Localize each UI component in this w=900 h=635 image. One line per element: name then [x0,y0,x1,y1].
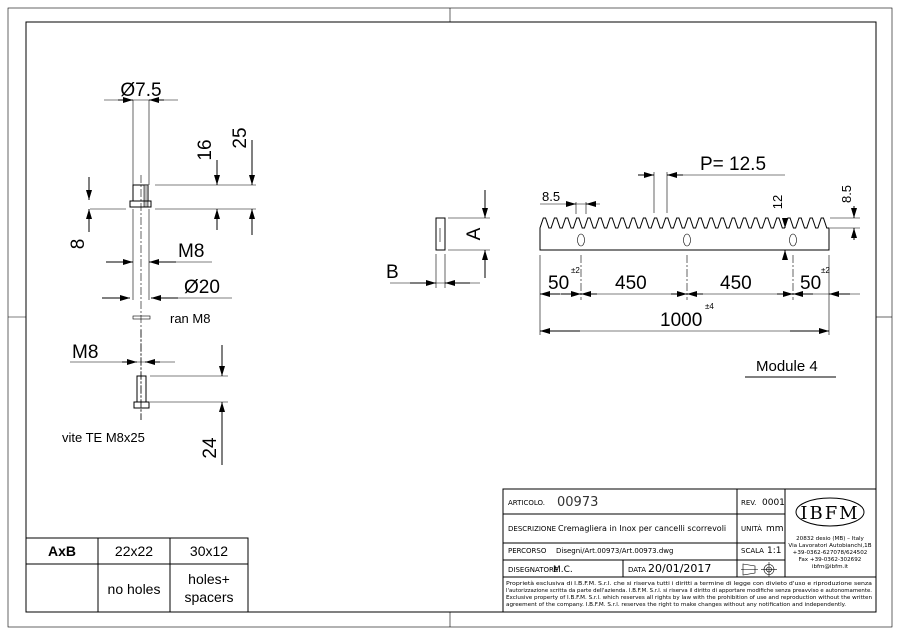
rev-value: 0001 [762,498,785,508]
projection-symbol-icon [741,562,777,577]
scala-value: 1:1 [767,546,781,556]
spacer-view: Ø7.5 16 25 8 M8 Ø20 [68,80,256,420]
length-tolerance: ±4 [705,302,714,311]
end-right-label: 50 [800,273,821,294]
size-30x12-header: 30x12 [190,543,228,559]
descrizione-label: DESCRIZIONE [508,525,556,533]
ibfm-logo: IBFM [795,497,865,527]
end-right-tolerance: ±2 [821,266,830,275]
module-label: Module 4 [756,358,818,375]
section-a-label: A [464,227,485,240]
disegnatore-label: DISEGNATORE [508,566,558,574]
percorso-value: Disegni/Art.00973/Art.00973.dwg [556,547,673,555]
screw-view: M8 24 vite TE M8x25 [62,330,228,465]
fax-line: Fax +39-0362-302692 [799,557,862,563]
unita-label: UNITÀ [741,524,762,533]
disclaimer-line: Proprietà esclusiva di I.B.F.M. S.r.l. c… [506,580,872,587]
phone-line: +39-0362-627078/624502 [793,550,868,556]
holes-cell-line2: spacers [184,589,233,605]
size-22x22-header: 22x22 [115,543,153,559]
axb-table: AxB 22x22 30x12 no holes holes+ spacers [25,537,249,613]
rack-section-view: A B [386,190,490,288]
spacing-left-label: 450 [615,273,647,294]
disegnatore-value: M.C. [553,565,573,575]
spacer-height-25-label: 25 [230,127,251,148]
drawing-frame [25,21,877,613]
axb-header: AxB [48,543,76,559]
rack-view: P= 12.5 8.5 12 8.5 50 ±2 450 450 50 ±2 [539,154,860,335]
disclaimer-line: l'autorizzazione scritta da parte dell'a… [506,588,872,594]
articolo-label: ARTICOLO. [508,499,545,507]
screw-label: vite TE M8x25 [62,430,145,445]
email-line: ibfm@ibfm.it [812,564,849,570]
spacer-base-diameter-label: Ø20 [184,277,220,298]
address-line: 20832 desio (MB) – Italy [796,536,864,542]
disclaimer-line: agreement of the company. I.B.F.M. S.r.l… [506,602,846,608]
end-left-label: 50 [548,273,569,294]
spacer-flange-8-label: 8 [68,239,89,250]
holes-cell-line1: holes+ [188,571,230,587]
title-block: ARTICOLO. 00973 REV. 0001 DESCRIZIONE Cr… [502,488,877,613]
screw-thread-label: M8 [72,342,98,363]
length-label: 1000 [660,310,702,331]
washer-view: ran M8 [132,311,210,326]
spacer-height-16-label: 16 [195,139,216,160]
spacer-diameter-label: Ø7.5 [120,80,161,101]
articolo-value: 00973 [557,495,598,510]
frame-center-marks [8,8,892,627]
disclaimer-line: Exclusive property of I.B.F.M. S.r.l. wh… [506,595,872,601]
percorso-label: PERCORSO [508,547,547,555]
unita-value: mm [766,524,784,534]
section-b-label: B [386,262,399,283]
end-left-tolerance: ±2 [571,266,580,275]
scala-label: SCALA [741,547,764,555]
spacing-right-label: 450 [720,273,752,294]
tooth-width-label: 8.5 [542,189,560,204]
rev-label: REV. [741,499,756,507]
descrizione-value: Cremagliera in Inox per cancelli scorrev… [558,524,726,533]
logo-text: IBFM [800,503,859,524]
address-line: Via Lavoratori Autobianchi,1B [788,543,871,549]
no-holes-cell: no holes [108,581,161,597]
pitch-label: P= 12.5 [700,154,766,175]
data-value: 20/01/2017 [648,562,711,575]
spacer-thread-label: M8 [178,241,204,262]
washer-label: ran M8 [170,311,210,326]
hole-height-label: 12 [770,195,785,209]
screw-length-label: 24 [200,437,221,459]
data-label: DATA [628,566,646,574]
tooth-height-label: 8.5 [839,185,854,203]
